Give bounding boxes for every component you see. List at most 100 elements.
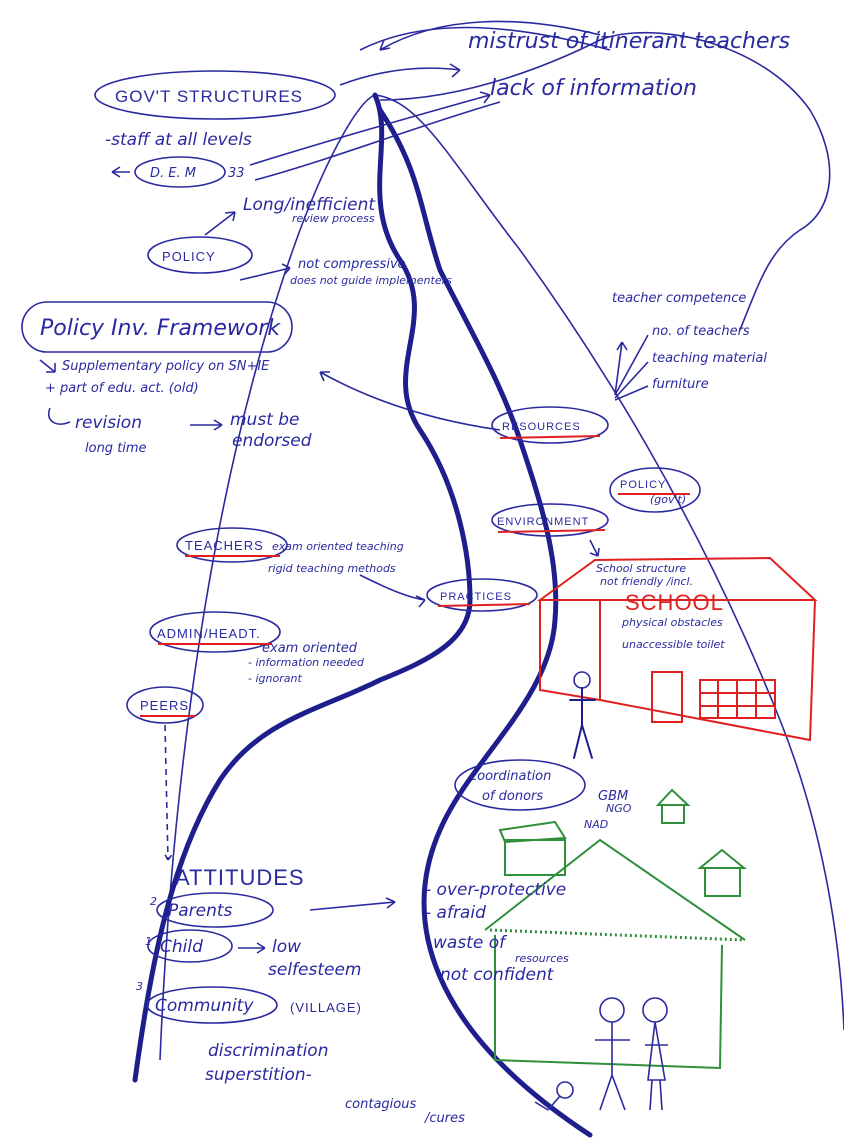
actors-group: TEACHERS exam oriented teaching rigid te… xyxy=(126,527,538,861)
long-time-text: long time xyxy=(85,441,147,456)
hut-3-roof xyxy=(697,848,747,869)
policy-group: POLICY Long/inefficient review process n… xyxy=(147,195,452,287)
policy-label: POLICY xyxy=(162,249,216,264)
community-number: 3 xyxy=(136,980,143,993)
road xyxy=(132,92,593,1138)
school-structure-2: not friendly /incl. xyxy=(600,575,693,588)
coordination-oval xyxy=(454,759,586,811)
hut-2-body xyxy=(661,804,685,824)
teaching-material-text: teaching material xyxy=(652,351,767,366)
school-door xyxy=(651,671,683,723)
rigid-text: rigid teaching methods xyxy=(268,562,396,575)
school-building: School structure not friendly /incl. SCH… xyxy=(536,556,818,742)
framework-arrow-icon xyxy=(39,359,56,373)
admin-label: ADMIN/HEADT. xyxy=(157,626,261,641)
policy-down-arrow-icon xyxy=(239,263,291,281)
attitudes-title: ATTITUDES xyxy=(175,865,305,890)
mistrust-text: mistrust of itinerant teachers xyxy=(468,29,790,54)
govt-structures-label: GOV'T STRUCTURES xyxy=(115,87,303,106)
physical-obstacles: physical obstacles xyxy=(621,616,723,629)
not-compressive-text: not compressive xyxy=(298,257,406,272)
hut-2-roof xyxy=(655,788,691,806)
thatch-edge xyxy=(489,928,746,942)
long-inefficient-text: Long/inefficient xyxy=(243,195,376,215)
child-label: Child xyxy=(160,937,203,957)
policy-govt-oval xyxy=(609,467,701,513)
admin-oval xyxy=(149,611,281,653)
govt-label: (gov't) xyxy=(650,493,686,506)
resources-arrow-1-icon xyxy=(614,341,628,396)
teachers-oval xyxy=(176,527,288,563)
environment-arrow-icon xyxy=(589,539,600,557)
child-oval xyxy=(147,929,233,963)
selfesteem-text: selfesteem xyxy=(268,960,361,980)
dem-oval xyxy=(134,156,226,188)
parents-label: Parents xyxy=(168,901,233,921)
teacher-competence-text: teacher competence xyxy=(612,291,746,306)
big-house-roof xyxy=(484,838,746,941)
environment-oval xyxy=(491,503,609,537)
coordination-text: coordination xyxy=(470,769,551,784)
school-roof xyxy=(536,556,818,601)
resources-oval xyxy=(491,406,609,444)
peers-dashed-arrow-icon xyxy=(162,724,175,861)
school-window-grid xyxy=(700,680,775,718)
hut-1-body xyxy=(504,839,566,876)
resources-label: RESOURCES xyxy=(502,421,581,433)
environment-label: ENVIRONMENT xyxy=(497,516,589,528)
policy-framework-group: Policy Inv. Framework Supplementary poli… xyxy=(21,301,312,456)
exam-oriented-text: exam oriented xyxy=(262,641,358,656)
stick-figure-teacher xyxy=(569,671,596,759)
unaccessible-toilet: unaccessible toilet xyxy=(622,638,725,651)
policy-framework-label: Policy Inv. Framework xyxy=(40,316,281,341)
contagious-text: contagious xyxy=(345,1097,416,1112)
peers-oval xyxy=(126,686,204,724)
must-be-text: must be xyxy=(230,410,300,430)
stick-figure-family xyxy=(534,997,668,1111)
dem-arrow-icon xyxy=(111,166,130,178)
superstition-text: superstition- xyxy=(205,1065,312,1085)
practices-arrow-icon xyxy=(359,574,426,608)
resources-arrow-2-icon xyxy=(614,334,649,396)
over-protective-text: - over-protective xyxy=(425,880,566,900)
attitudes-group: ATTITUDES 2 Parents 1 Child low selfeste… xyxy=(136,865,569,1126)
cures-text: /cures xyxy=(424,1111,465,1126)
revision-text: revision xyxy=(75,413,142,433)
parents-number: 2 xyxy=(150,895,157,908)
village-label: (VILLAGE) xyxy=(290,1000,362,1015)
exam-teaching-text: exam oriented teaching xyxy=(272,540,404,553)
staff-text: -staff at all levels xyxy=(105,130,252,150)
community-label: Community xyxy=(155,996,254,1016)
of-donors-text: of donors xyxy=(482,789,543,804)
big-house-walls xyxy=(494,935,723,1070)
revision-hook-icon xyxy=(48,407,71,425)
dem-label: D. E. M xyxy=(150,166,196,181)
dem-suffix: 33 xyxy=(228,166,245,181)
environment-underline xyxy=(497,529,606,533)
govt-arrows xyxy=(249,20,601,181)
parents-oval xyxy=(156,892,274,928)
child-arrow-icon xyxy=(238,942,266,954)
ignorant-text: - ignorant xyxy=(248,672,302,685)
resources-underline xyxy=(499,435,601,439)
not-confident-text: not confident xyxy=(440,965,555,985)
practices-label: PRACTICES xyxy=(440,591,512,603)
waste-of-text: waste of xyxy=(433,933,508,953)
must-be-arrow-icon xyxy=(190,419,223,431)
afraid-text: - afraid xyxy=(425,903,486,923)
resources-arrow-4-icon xyxy=(614,385,649,401)
furniture-text: furniture xyxy=(652,377,709,392)
part-of-text: + part of edu. act. (old) xyxy=(45,381,199,396)
not-guided-text: does not guide implementers xyxy=(290,274,452,287)
discrimination-text: discrimination xyxy=(208,1041,328,1061)
practices-underline xyxy=(437,603,531,607)
village-group: coordination of donors GBM NGO NAD xyxy=(454,759,747,1070)
child-number: 1 xyxy=(145,935,152,948)
community-oval xyxy=(146,986,278,1024)
policy-up-arrow-icon xyxy=(204,211,236,236)
hut-3-body xyxy=(704,867,741,897)
gbm-text: GBM xyxy=(598,789,628,804)
review-process-text: review process xyxy=(292,212,375,225)
policy-framework-oval xyxy=(21,301,293,353)
